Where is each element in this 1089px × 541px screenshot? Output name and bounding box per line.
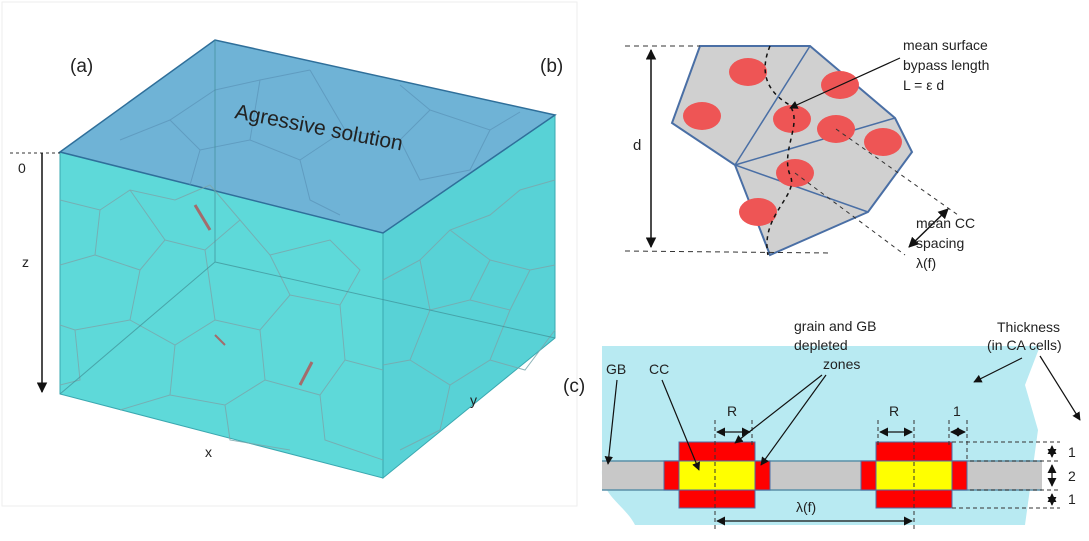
polyhedron-inner-edges	[671, 45, 896, 213]
cc-particles	[683, 58, 902, 226]
thickness-pointer-1	[973, 357, 1023, 383]
spacing-text-2: spacing	[916, 235, 964, 251]
z-axis-label: z	[22, 254, 29, 270]
cc-label: CC	[649, 361, 669, 377]
particle	[773, 105, 811, 133]
particle	[864, 128, 902, 156]
bypass-text-2: bypass length	[903, 57, 989, 73]
spacing-arrow	[908, 208, 949, 248]
gb-pointer	[604, 379, 618, 465]
zones-pointer-2	[760, 374, 827, 466]
lambda-label: λ(f)	[796, 499, 816, 515]
spacing-dash-1	[835, 128, 959, 216]
panel-a-frame	[1, 1, 578, 507]
zones-pointer-1	[734, 374, 823, 444]
panel-c: (c)	[563, 318, 1081, 532]
scale-1a-label: 1	[1068, 444, 1076, 460]
scale-1b-label: 1	[1068, 491, 1076, 507]
thickness-pointer-2	[1039, 355, 1081, 421]
r-left-label: R	[727, 403, 737, 419]
cube-hidden-edges	[59, 40, 556, 395]
particle	[683, 102, 721, 130]
panel-c-guides	[714, 420, 1060, 532]
one-top-label: 1	[953, 403, 961, 419]
zones-text-1: grain and GB	[794, 318, 877, 334]
cube-top-face	[58, 39, 557, 234]
spacing-text-1: mean CC	[916, 215, 975, 231]
particle	[739, 198, 777, 226]
x-axis-label: x	[205, 444, 212, 460]
cc-pointer	[661, 379, 701, 471]
thickness-text-2: (in CA cells)	[987, 337, 1062, 353]
scale-2-label: 2	[1068, 468, 1076, 484]
zones-text-2: depleted	[794, 337, 848, 353]
y-axis-label: y	[470, 392, 477, 408]
spacing-text-3: λ(f)	[916, 255, 936, 271]
d-label: d	[633, 137, 641, 154]
gb-label: GB	[606, 361, 626, 377]
bypass-text-3: L = ε d	[903, 77, 944, 93]
panel-c-label: (c)	[563, 376, 585, 397]
bypass-text-1: mean surface	[903, 37, 988, 53]
panel-a-label: (a)	[70, 56, 93, 77]
panel-b: (b) d mean surface bypass lengt	[540, 37, 989, 271]
d-bottom-dash	[624, 250, 831, 254]
grain-network-front	[59, 184, 384, 461]
cc-block-left	[663, 441, 771, 509]
particle	[729, 58, 767, 86]
r-right-label: R	[889, 403, 899, 419]
zones-text-3: zones	[823, 356, 860, 372]
panel-b-label: (b)	[540, 56, 563, 77]
spacing-dash-2	[794, 172, 906, 256]
bypass-pointer	[789, 57, 901, 109]
grain-network-top	[119, 69, 521, 216]
thickness-text-1: Thickness	[997, 319, 1060, 335]
z-zero-label: 0	[18, 160, 26, 176]
grain-network-right	[382, 179, 556, 451]
panel-a: (a) Agressive solution 0 z x y	[1, 1, 578, 507]
